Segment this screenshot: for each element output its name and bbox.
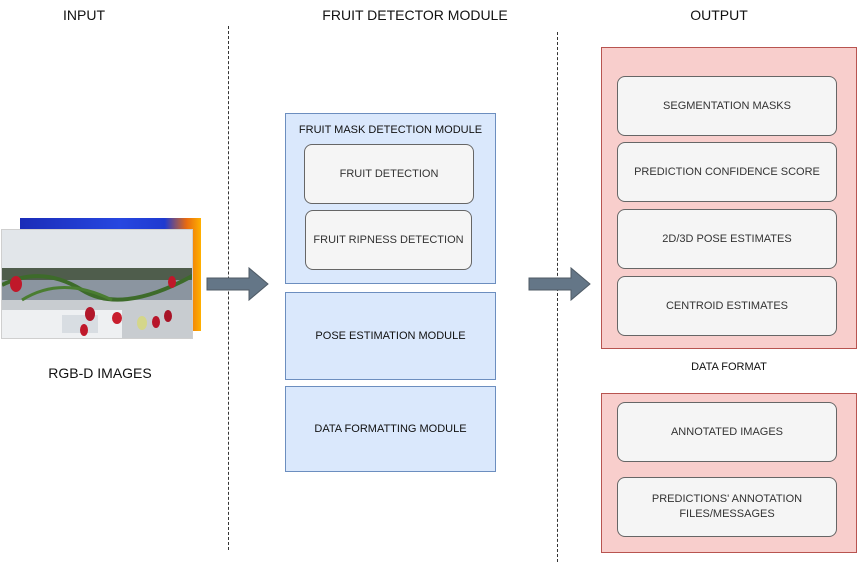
centroid-estimates-box: CENTROID ESTIMATES <box>617 276 837 336</box>
fruit-detection-box: FRUIT DETECTION <box>304 144 474 204</box>
rgb-image <box>1 229 193 339</box>
fruit-mask-detection-module: FRUIT MASK DETECTION MODULE FRUIT DETECT… <box>285 113 496 284</box>
annotation-files-box: PREDICTIONS' ANNOTATION FILES/MESSAGES <box>617 477 837 537</box>
pose-estimation-module: POSE ESTIMATION MODULE <box>285 292 496 380</box>
arrow-input-to-detector <box>206 266 269 302</box>
rgbd-images-caption: RGB-D IMAGES <box>48 365 152 381</box>
rgbd-image-stack <box>0 216 204 342</box>
annotated-images-box: ANNOTATED IMAGES <box>617 402 837 462</box>
divider-right <box>557 32 558 562</box>
input-column-title: INPUT <box>63 7 105 23</box>
segmentation-masks-box: SEGMENTATION MASKS <box>617 76 837 136</box>
pose-estimates-box: 2D/3D POSE ESTIMATES <box>617 209 837 269</box>
fruit-mask-module-title: FRUIT MASK DETECTION MODULE <box>298 124 483 136</box>
fruit-ripeness-detection-box: FRUIT RIPNESS DETECTION <box>305 210 472 270</box>
output-results-panel: SEGMENTATION MASKS PREDICTION CONFIDENCE… <box>601 47 857 349</box>
output-formats-panel: ANNOTATED IMAGES PREDICTIONS' ANNOTATION… <box>601 393 857 553</box>
detector-column-title: FRUIT DETECTOR MODULE <box>322 7 508 23</box>
output-column-title: OUTPUT <box>690 7 748 23</box>
prediction-confidence-score-box: PREDICTION CONFIDENCE SCORE <box>617 142 837 202</box>
arrow-detector-to-output <box>528 266 591 302</box>
strawberry-greenhouse-icon <box>2 230 192 338</box>
data-format-label: DATA FORMAT <box>691 361 767 373</box>
data-formatting-module: DATA FORMATTING MODULE <box>285 386 496 472</box>
